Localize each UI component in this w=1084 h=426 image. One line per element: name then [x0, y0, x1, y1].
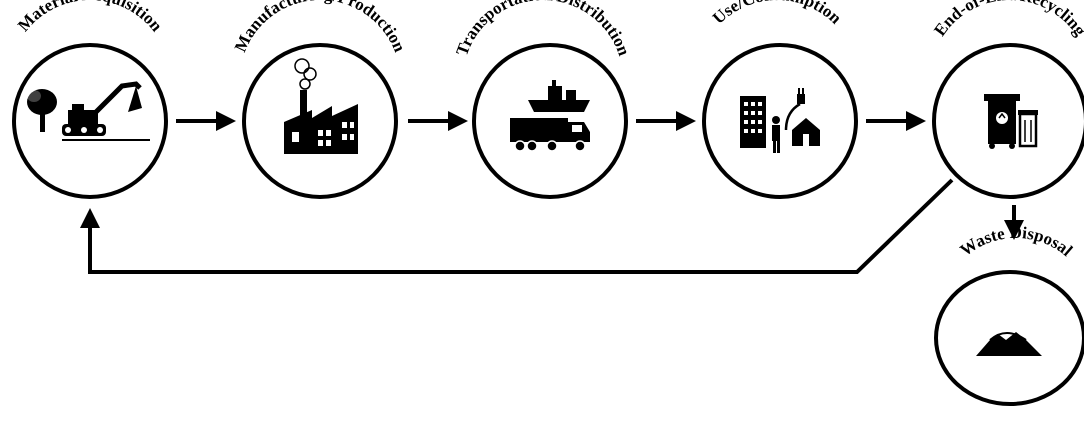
svg-text:Use/Consumption: Use/Consumption: [709, 0, 846, 28]
stage-transportation: Transportation/Distribution: [452, 0, 634, 199]
stage-label-waste-disposal: Waste Disposal: [956, 223, 1076, 260]
arrow-recycling-loop: [80, 178, 954, 274]
stage-use: Use/Consumption: [702, 0, 858, 199]
stage-manufacturing: Manufacturing/Production: [231, 0, 410, 199]
svg-text:End-of-Life/Recycling: End-of-Life/Recycling: [930, 0, 1084, 40]
stage-label-material-acquisition: Material Acquisition: [14, 0, 166, 36]
stage-end-of-life: End-of-Life/Recycling: [930, 0, 1084, 199]
svg-text:Material Acquisition: Material Acquisition: [14, 0, 166, 36]
stage-waste-disposal: Waste Disposal: [934, 223, 1084, 406]
stage-label-use: Use/Consumption: [709, 0, 846, 28]
svg-text:Waste Disposal: Waste Disposal: [956, 223, 1076, 260]
recycling-bins-icon: [984, 94, 1038, 149]
stage-label-end-of-life: End-of-Life/Recycling: [930, 0, 1084, 40]
factory-icon: [284, 58, 358, 154]
landfill-icon: [976, 332, 1042, 356]
stage-material-acquisition: Material Acquisition: [12, 0, 168, 199]
excavator-tree-icon: [27, 81, 150, 141]
building-person-plug-icon: [740, 88, 820, 153]
truck-ship-icon: [510, 80, 590, 152]
